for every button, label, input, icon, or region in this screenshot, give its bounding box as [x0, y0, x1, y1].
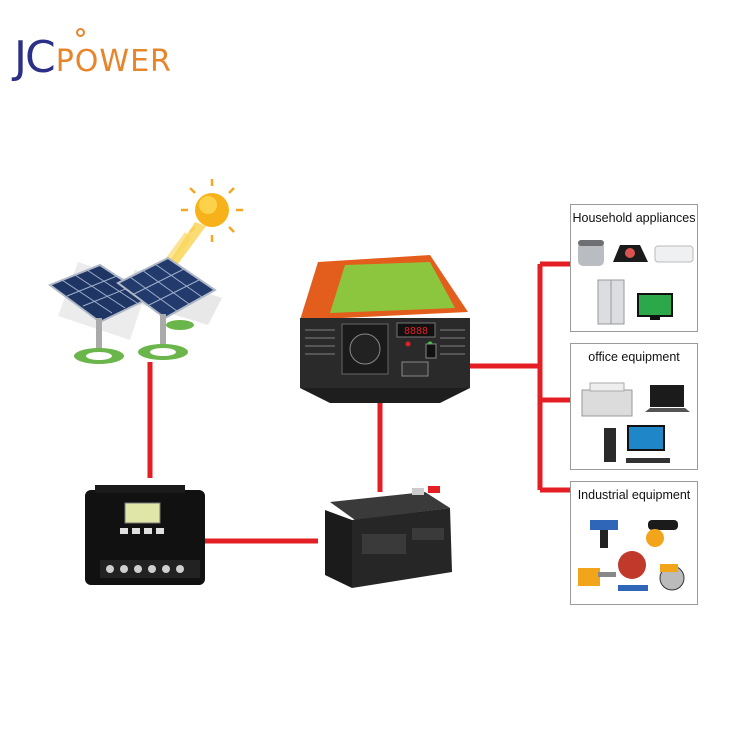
office-equipment-box: office equipment — [570, 343, 698, 470]
solar-panel-illustration — [47, 256, 222, 364]
office-equipment-label: office equipment — [588, 350, 680, 364]
industrial-equipment-label: Industrial equipment — [577, 488, 691, 502]
industrial-equipment-box: Industrial equipment — [570, 481, 698, 605]
logo-dot — [76, 28, 85, 37]
charge-controller-illustration — [85, 485, 205, 585]
logo-secondary-text: POWER — [55, 44, 172, 79]
battery-illustration — [325, 486, 452, 588]
logo-primary-text: JC — [14, 32, 56, 83]
inverter-illustration: 8888 — [300, 255, 470, 403]
svg-text:8888: 8888 — [404, 326, 428, 337]
household-appliances-box: Household appliances — [570, 204, 698, 332]
sun-icon — [160, 179, 243, 270]
household-appliances-label: Household appliances — [572, 211, 696, 225]
brand-logo: JC POWER — [14, 30, 172, 80]
wires — [147, 261, 572, 544]
